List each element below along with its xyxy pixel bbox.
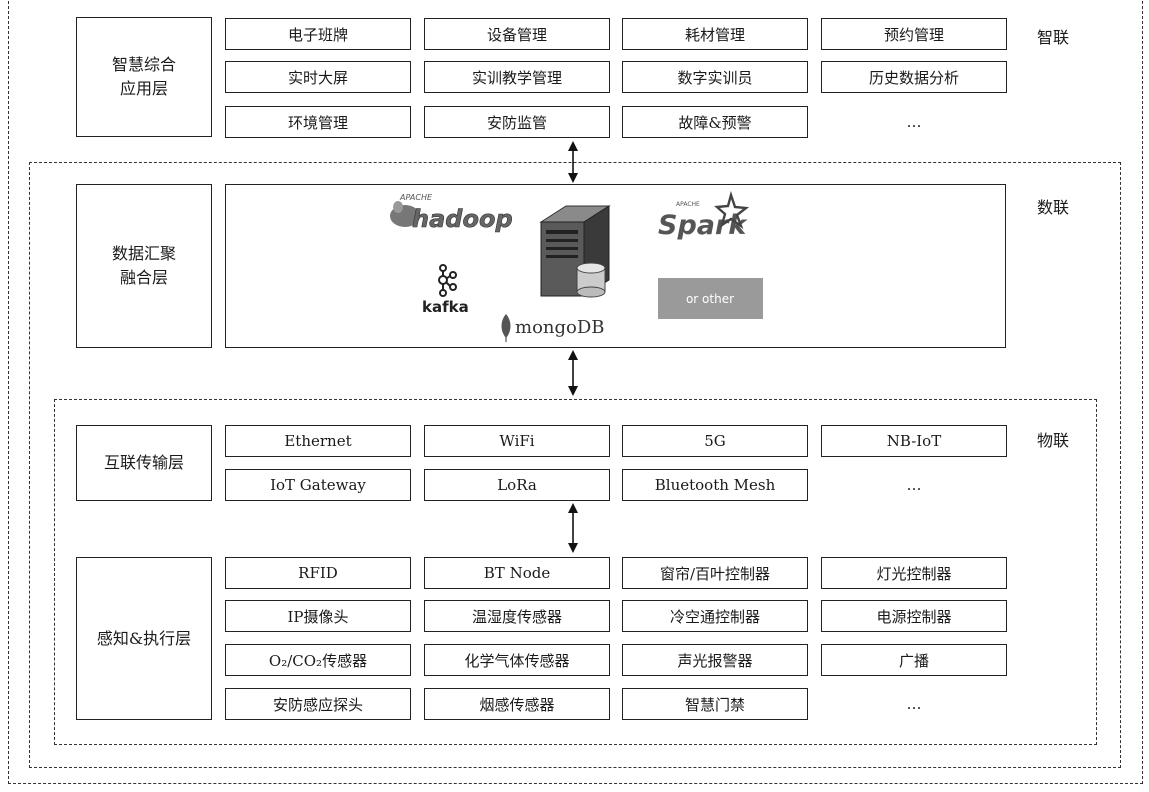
app-item: 历史数据分析 [821, 61, 1007, 93]
app-item: 耗材管理 [622, 18, 808, 50]
transport-layer-label: 互联传输层 [76, 425, 212, 501]
app-item: 环境管理 [225, 106, 411, 138]
sensing-item: 智慧门禁 [622, 688, 808, 720]
app-item: 设备管理 [424, 18, 610, 50]
transport-item: Ethernet [225, 425, 411, 457]
sensing-item: 冷空通控制器 [622, 600, 808, 632]
sensing-item: 灯光控制器 [821, 557, 1007, 589]
transport-item: 5G [622, 425, 808, 457]
transport-item: LoRa [424, 469, 610, 501]
sensing-item: BT Node [424, 557, 610, 589]
transport-item: WiFi [424, 425, 610, 457]
sensing-item: O₂/CO₂传感器 [225, 644, 411, 676]
wulian-container [54, 399, 1097, 745]
transport-item-more: … [906, 476, 922, 494]
sensing-item: 声光报警器 [622, 644, 808, 676]
sensing-item: 温湿度传感器 [424, 600, 610, 632]
transport-item: IoT Gateway [225, 469, 411, 501]
sensing-item: 广播 [821, 644, 1007, 676]
sensing-item: 电源控制器 [821, 600, 1007, 632]
app-item: 故障&预警 [622, 106, 808, 138]
sensing-item: IP摄像头 [225, 600, 411, 632]
transport-item: Bluetooth Mesh [622, 469, 808, 501]
app-layer-label: 智慧综合 应用层 [76, 17, 212, 137]
sensing-item: 化学气体传感器 [424, 644, 610, 676]
zhilian-container [8, 0, 1143, 784]
sensing-item: 烟感传感器 [424, 688, 610, 720]
sensing-item: 安防感应探头 [225, 688, 411, 720]
side-label-wulian: 物联 [1037, 431, 1070, 450]
side-label-zhilian: 智联 [1037, 28, 1070, 47]
sensing-item-more: … [906, 695, 922, 713]
app-item-more: … [906, 113, 922, 131]
sensing-item: RFID [225, 557, 411, 589]
data-panel [225, 184, 1006, 348]
sensing-item: 窗帘/百叶控制器 [622, 557, 808, 589]
app-item: 电子班牌 [225, 18, 411, 50]
side-label-shulian: 数联 [1037, 198, 1070, 217]
app-item: 安防监管 [424, 106, 610, 138]
sensing-layer-label: 感知&执行层 [76, 557, 212, 720]
app-item: 数字实训员 [622, 61, 808, 93]
data-layer-label: 数据汇聚 融合层 [76, 184, 212, 348]
app-item: 实训教学管理 [424, 61, 610, 93]
app-item: 预约管理 [821, 18, 1007, 50]
app-item: 实时大屏 [225, 61, 411, 93]
transport-item: NB-IoT [821, 425, 1007, 457]
